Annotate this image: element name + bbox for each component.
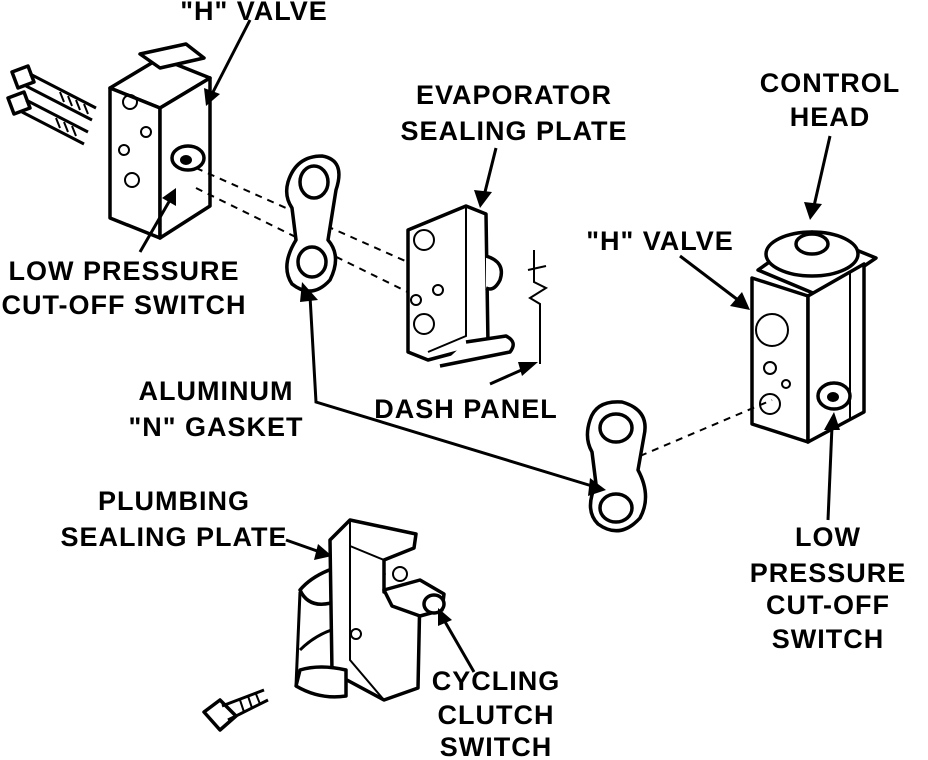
valve-block-front — [108, 86, 162, 240]
dash-panel-edge — [527, 250, 549, 364]
evaporator-sealing-plate — [406, 204, 515, 368]
alignment-line-lower — [195, 187, 429, 303]
alignment-line-right — [639, 399, 773, 457]
right-n-gasket — [585, 400, 648, 533]
mounting-bolts — [6, 64, 97, 146]
label-lp-right-line3: CUT-OFF — [766, 590, 890, 620]
left-h-valve — [6, 42, 212, 240]
label-plumbing-line2: SEALING PLATE — [60, 522, 287, 552]
leader-lines — [138, 19, 840, 673]
label-h-valve-right: "H" VALVE — [586, 226, 734, 256]
label-lp-left-line1: LOW PRESSURE — [8, 256, 239, 286]
label-dash-panel: DASH PANEL — [374, 394, 558, 424]
label-cycling-line3: SWITCH — [440, 732, 552, 760]
label-lp-left-line2: CUT-OFF SWITCH — [2, 290, 247, 320]
valve-top-plate — [138, 42, 206, 70]
screw — [202, 688, 269, 732]
label-aluminum-line2: "N" GASKET — [128, 412, 303, 442]
label-lp-right-line1: LOW — [795, 522, 861, 552]
right-h-valve — [750, 230, 878, 444]
label-aluminum-line1: ALUMINUM — [139, 376, 294, 406]
left-n-gasket — [284, 154, 341, 293]
alignment-line-upper — [195, 167, 431, 273]
plumbing-sealing-plate — [294, 518, 446, 702]
label-cycling-line2: CLUTCH — [438, 700, 555, 730]
label-control-head-line1: CONTROL — [760, 68, 900, 98]
label-evaporator-line1: EVAPORATOR — [416, 80, 612, 110]
label-plumbing-line1: PLUMBING — [98, 486, 250, 516]
label-lp-right-line4: SWITCH — [772, 624, 884, 654]
label-h-valve-top: "H" VALVE — [180, 0, 328, 26]
label-evaporator-line2: SEALING PLATE — [400, 116, 627, 146]
label-cycling-line1: CYCLING — [432, 666, 561, 696]
label-lp-right-line2: PRESSURE — [750, 558, 907, 588]
label-control-head-line2: HEAD — [790, 102, 871, 132]
